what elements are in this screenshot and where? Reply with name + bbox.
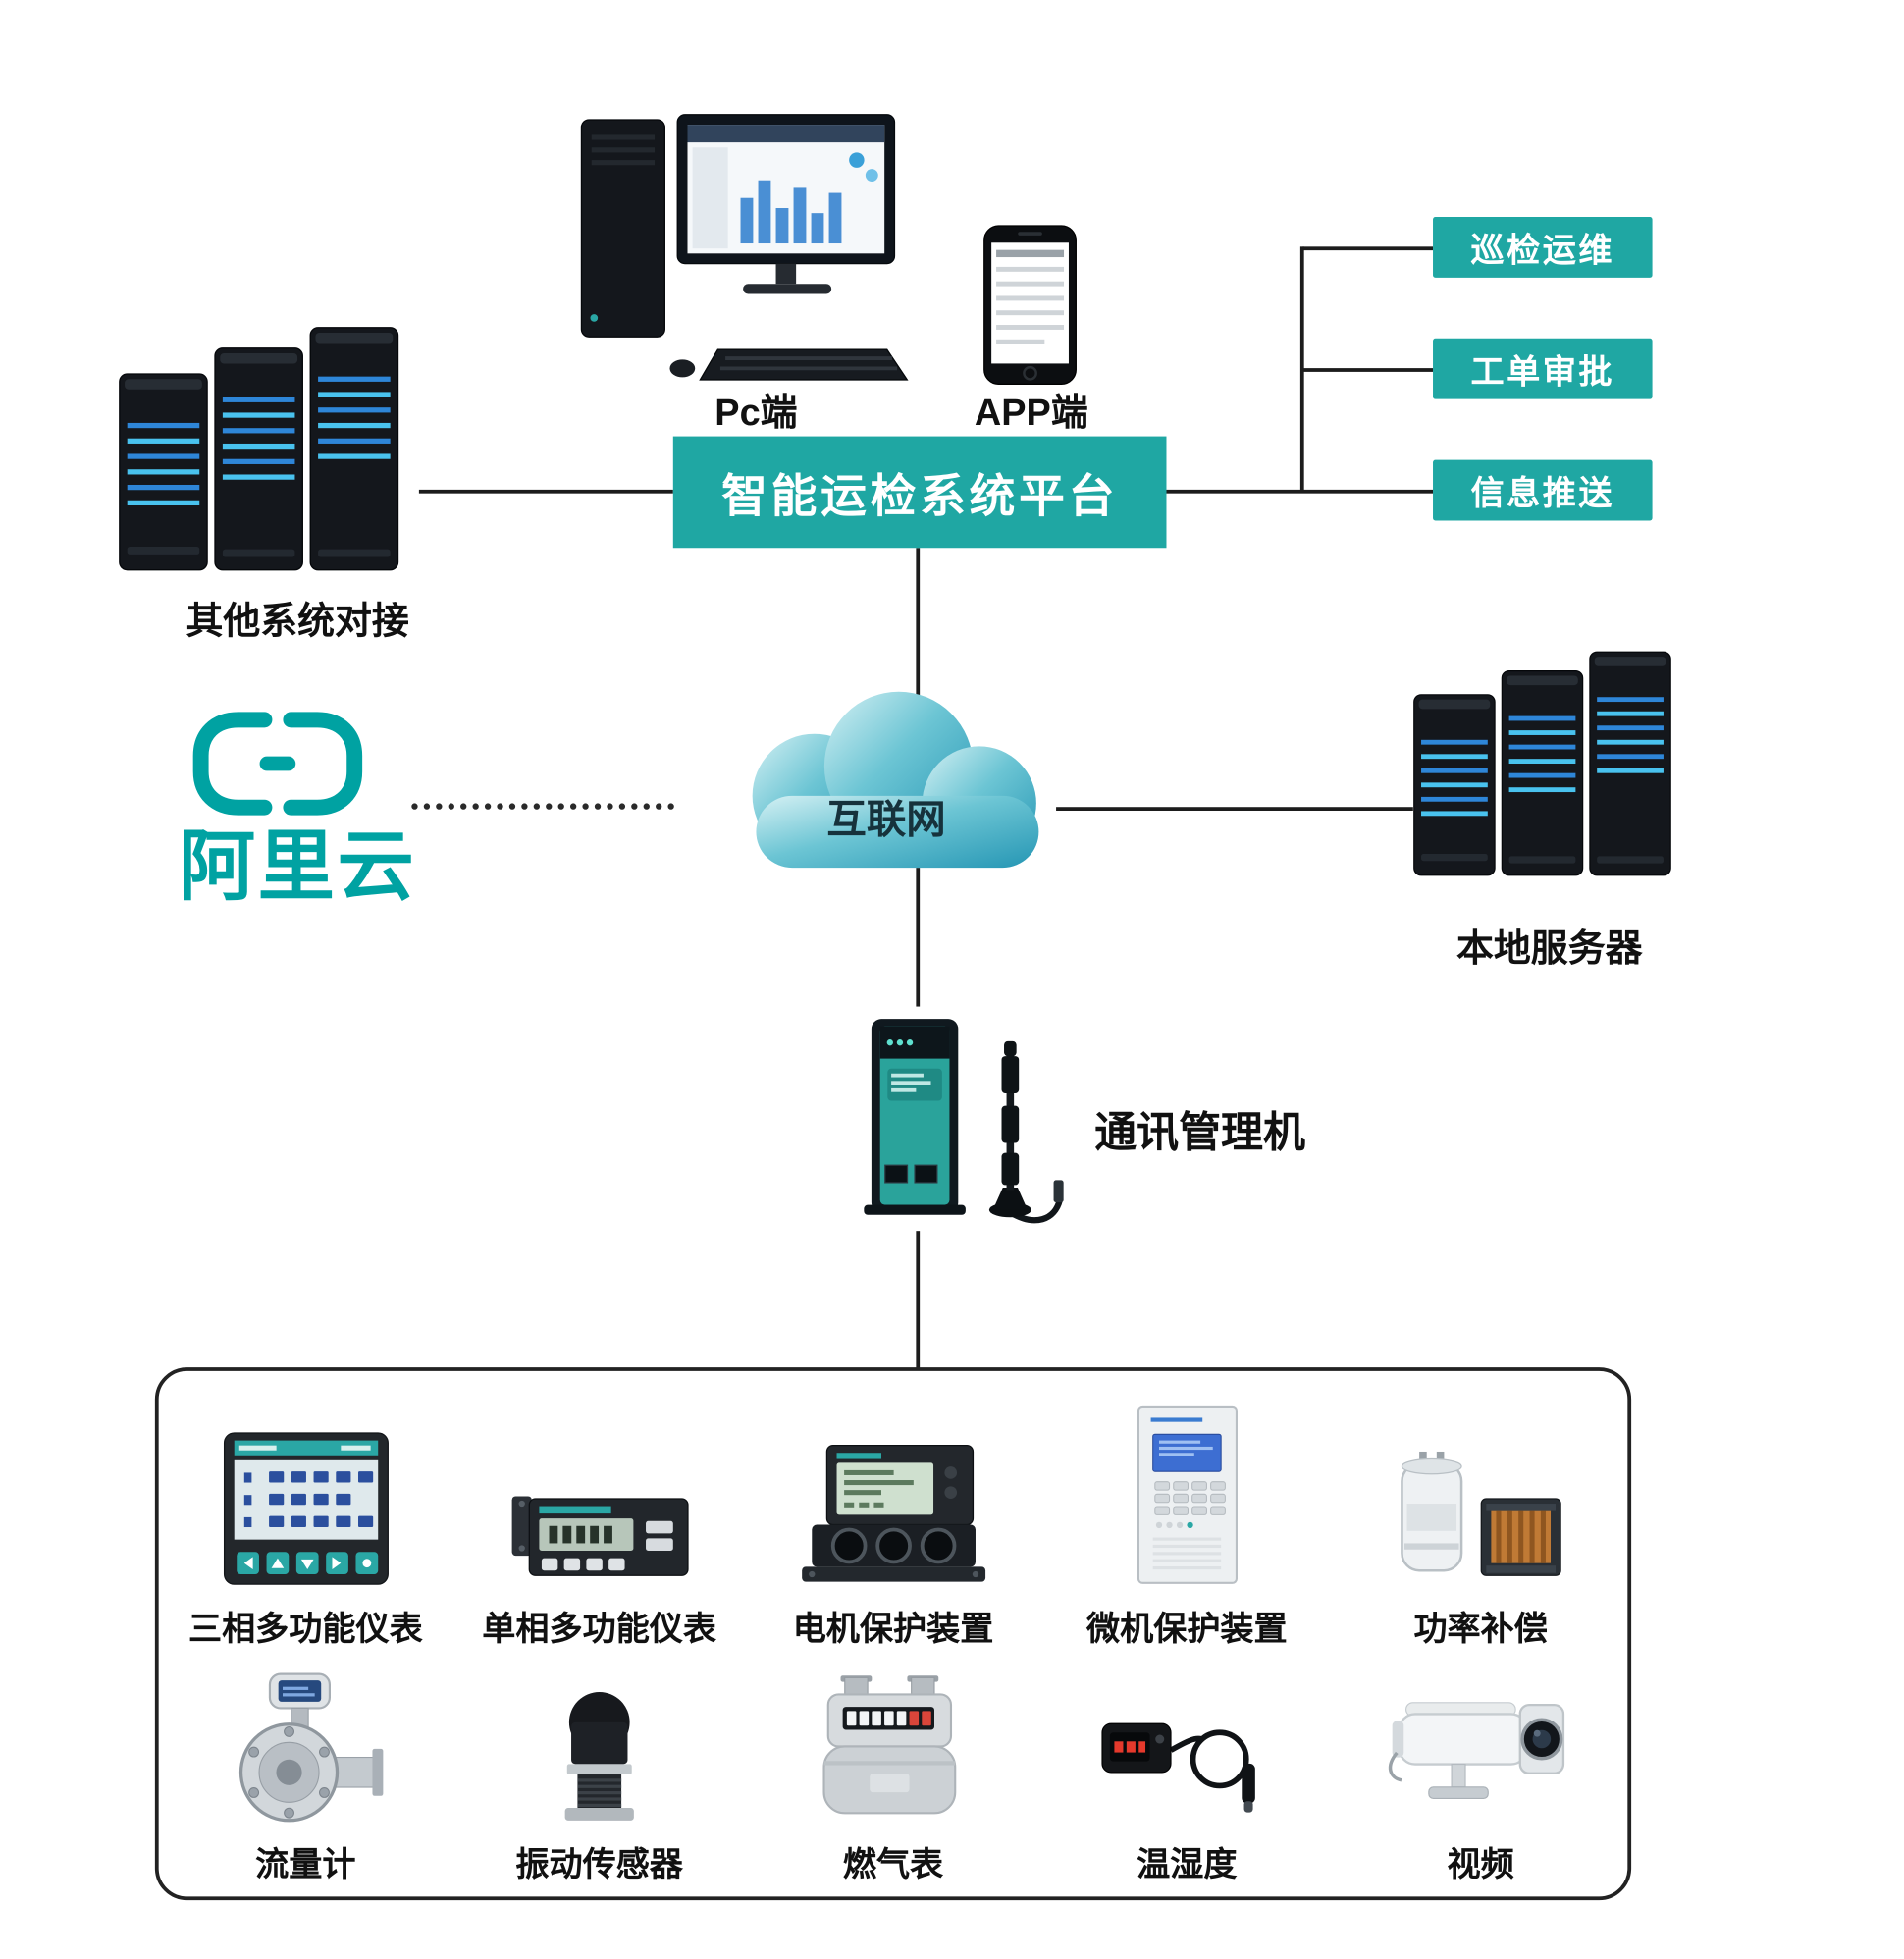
connector-line xyxy=(1056,807,1413,812)
device-label: 流量计 xyxy=(255,1845,356,1883)
device-item: 三相多功能仪表 xyxy=(166,1403,445,1650)
vibration-sensor-illustration xyxy=(564,1691,634,1821)
dotted-connector-line xyxy=(411,803,675,810)
device-item: 视频 xyxy=(1342,1669,1620,1885)
app-label: APP端 xyxy=(974,393,1088,435)
device-row-1: 三相多功能仪表 单相多功能仪表 xyxy=(159,1403,1628,1650)
device-item: 微机保护装置 xyxy=(1047,1403,1326,1650)
local-server-stack-icon xyxy=(1413,651,1671,876)
field-devices-container: 三相多功能仪表 单相多功能仪表 xyxy=(154,1367,1632,1901)
smartphone-icon xyxy=(983,225,1077,385)
device-label: 燃气表 xyxy=(842,1845,944,1883)
comm-gateway-icon xyxy=(864,1019,1064,1224)
feature-work-order-approval: 工单审批 xyxy=(1433,338,1653,399)
internet-label: 互联网 xyxy=(826,797,946,842)
temp-humidity-illustration xyxy=(1100,1722,1255,1813)
feature-inspection-ops: 巡检运维 xyxy=(1433,217,1653,278)
device-label: 电机保护装置 xyxy=(792,1610,994,1648)
single-phase-meter-illustration xyxy=(510,1496,688,1576)
three-phase-meter-illustration xyxy=(223,1432,389,1585)
device-item: 电机保护装置 xyxy=(754,1403,1032,1650)
motor-protection-illustration xyxy=(802,1445,986,1582)
feature-info-push: 信息推送 xyxy=(1433,459,1653,521)
gas-meter-illustration xyxy=(821,1675,956,1815)
pc-label: Pc端 xyxy=(714,393,798,435)
connector-line xyxy=(1302,246,1434,251)
aliyun-logo-icon xyxy=(192,712,363,816)
power-compensation-illustration xyxy=(1400,1451,1561,1576)
connector-line xyxy=(1299,246,1304,493)
flow-meter-illustration xyxy=(238,1672,383,1823)
aliyun-label: 阿里云 xyxy=(178,823,417,911)
platform-banner: 智能运检系统平台 xyxy=(672,436,1167,549)
connector-line xyxy=(1166,489,1434,494)
device-label: 温湿度 xyxy=(1137,1845,1238,1883)
device-row-2: 流量计 振动传感器 xyxy=(159,1669,1628,1885)
device-item: 温湿度 xyxy=(1047,1669,1326,1885)
pc-workstation-icon xyxy=(580,114,909,381)
connector-line xyxy=(418,489,673,494)
device-label: 微机保护装置 xyxy=(1086,1610,1288,1648)
device-label: 单相多功能仪表 xyxy=(482,1610,717,1648)
device-label: 振动传感器 xyxy=(515,1845,683,1883)
local-server-label: 本地服务器 xyxy=(1456,927,1643,970)
device-item: 流量计 xyxy=(166,1669,445,1885)
gateway-label: 通讯管理机 xyxy=(1094,1109,1305,1157)
other-systems-label: 其他系统对接 xyxy=(185,601,409,643)
device-label: 功率补偿 xyxy=(1413,1610,1548,1648)
device-item: 单相多功能仪表 xyxy=(460,1403,739,1650)
device-item: 燃气表 xyxy=(754,1669,1032,1885)
device-label: 三相多功能仪表 xyxy=(187,1610,423,1648)
internet-cloud-icon xyxy=(752,691,1039,869)
device-label: 视频 xyxy=(1447,1845,1514,1883)
video-camera-illustration xyxy=(1388,1702,1564,1799)
connector-line xyxy=(916,548,921,710)
connector-line xyxy=(916,1231,921,1373)
device-item: 功率补偿 xyxy=(1342,1403,1620,1650)
device-item: 振动传感器 xyxy=(460,1669,739,1885)
connector-line xyxy=(1302,368,1434,372)
server-stack-icon xyxy=(119,327,399,571)
microcomputer-protection-illustration xyxy=(1137,1405,1238,1584)
connector-line xyxy=(916,868,921,1007)
